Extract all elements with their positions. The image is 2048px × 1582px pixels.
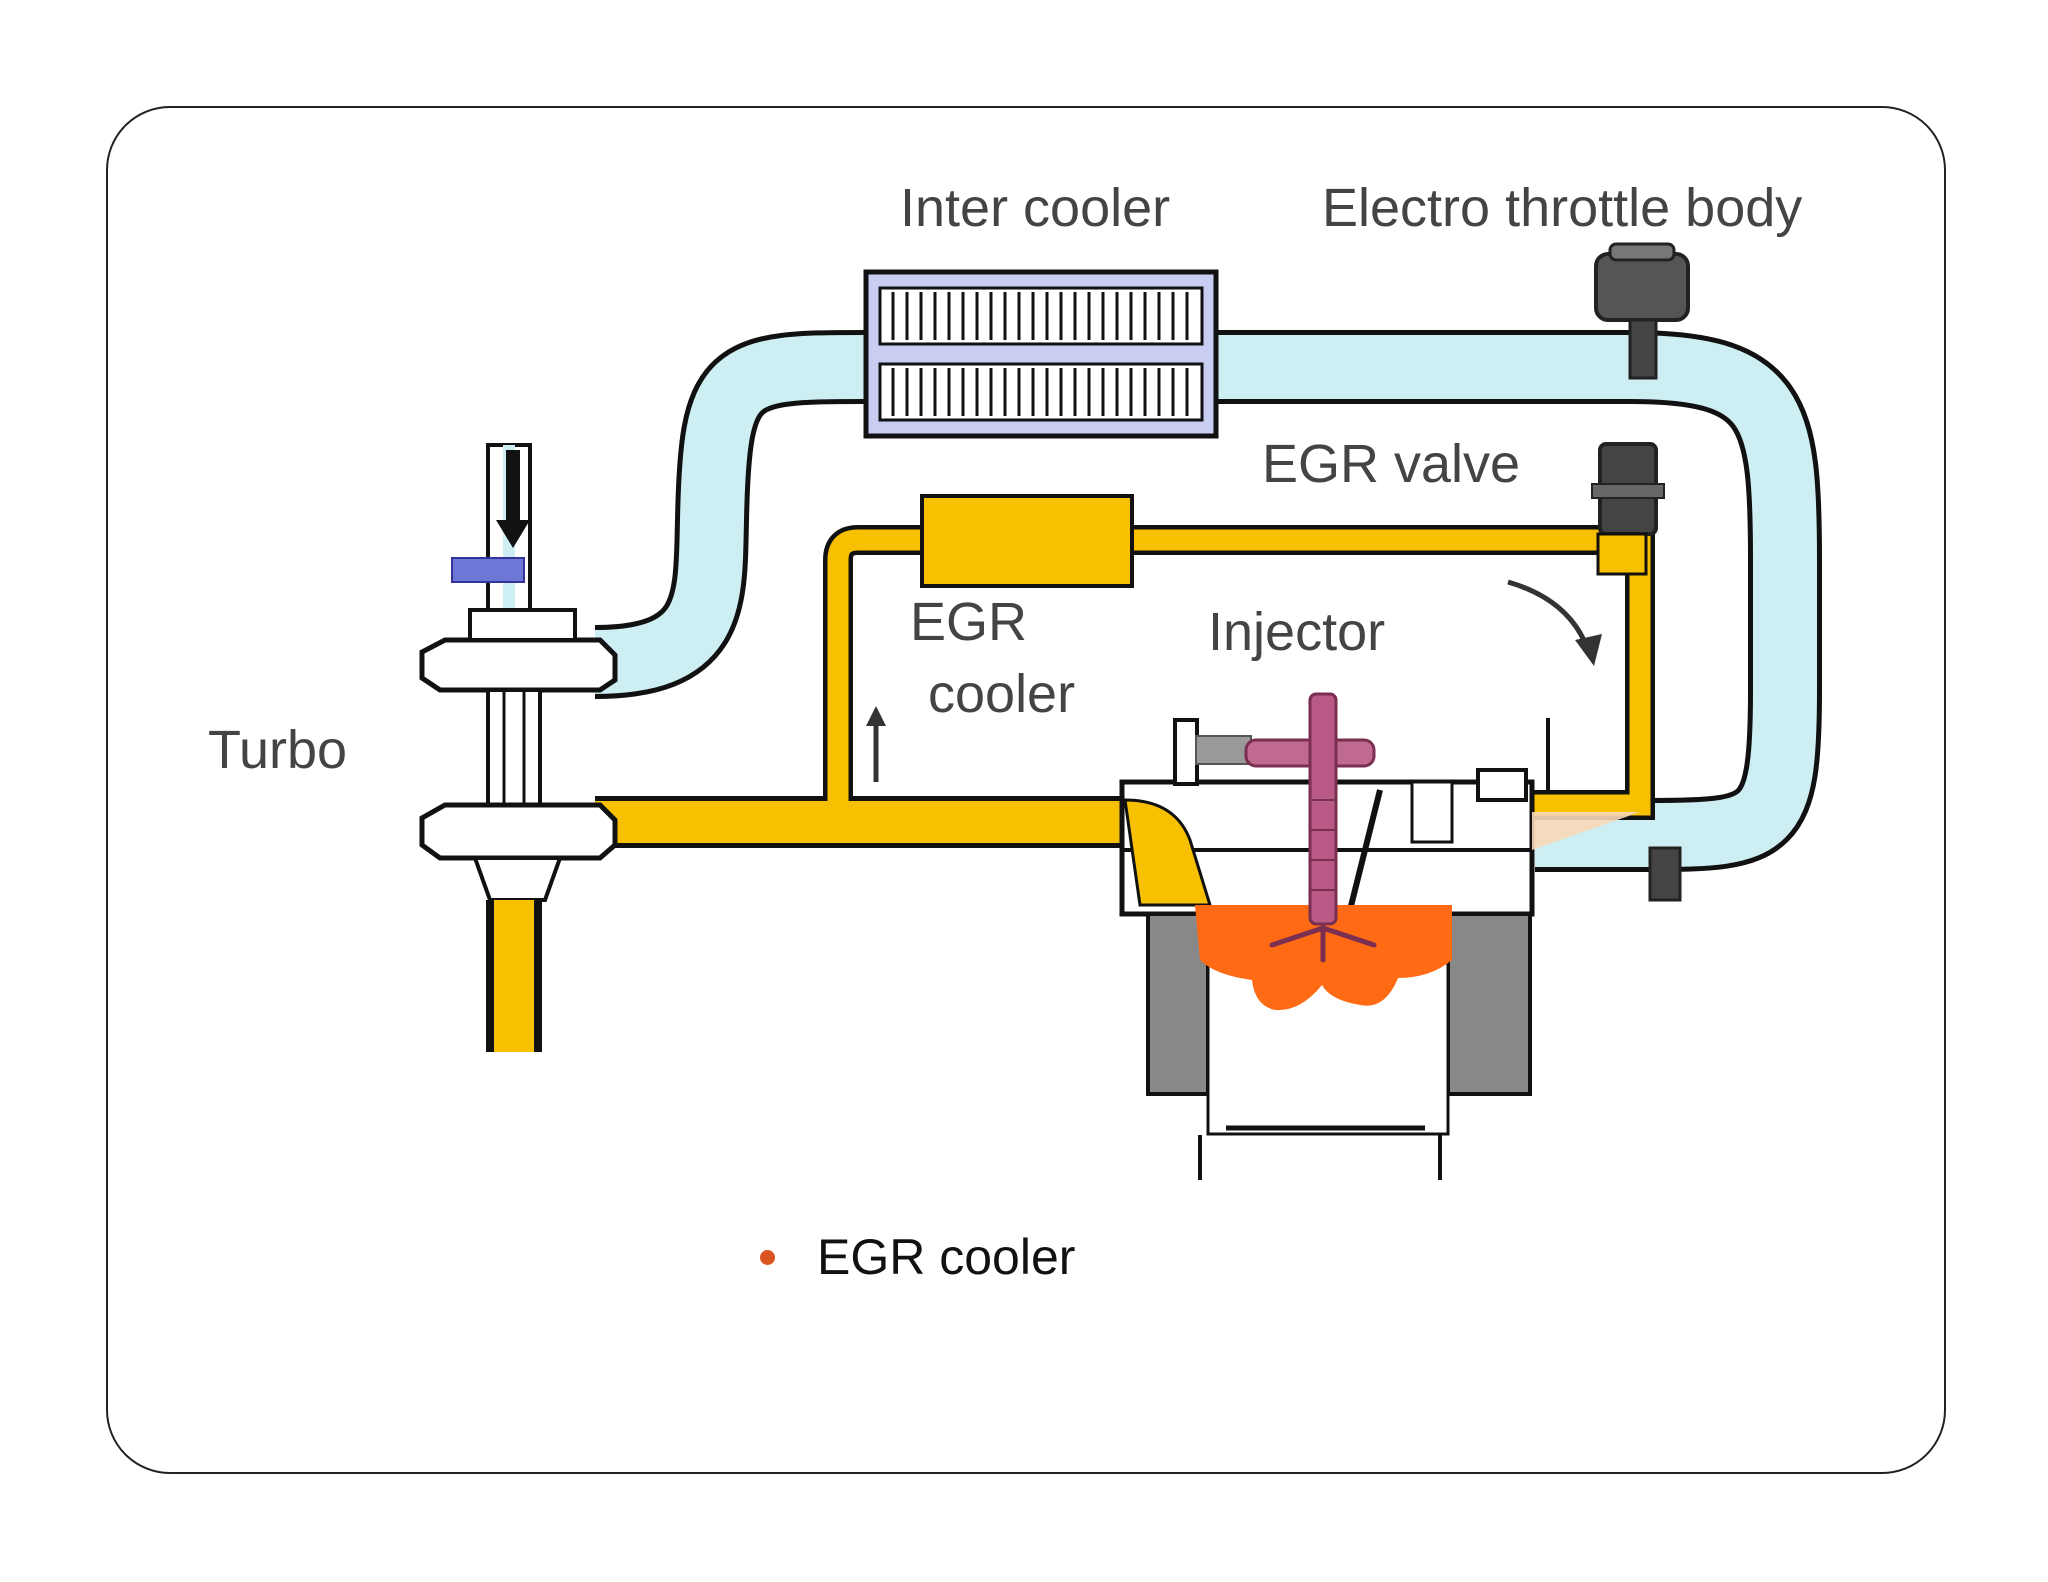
intercooler bbox=[863, 269, 1219, 439]
turbo-turbine bbox=[419, 802, 618, 861]
intake-flap bbox=[451, 557, 525, 583]
egr-valve bbox=[1591, 442, 1665, 576]
bullet-dot-icon bbox=[760, 1249, 775, 1265]
egr-flow-arrow bbox=[1507, 579, 1602, 666]
cylinder-block bbox=[1146, 912, 1532, 1180]
egr-cooler bbox=[920, 494, 1134, 588]
electro-throttle-body bbox=[1594, 242, 1690, 380]
bullet-list-item: EGR cooler bbox=[760, 1228, 1075, 1286]
intake-sensor bbox=[1648, 846, 1682, 902]
injector bbox=[1195, 692, 1377, 963]
label-egr-valve: EGR valve bbox=[1262, 434, 1520, 494]
label-egr-cooler-line1: EGR bbox=[910, 592, 1027, 652]
label-electro-throttle-body: Electro throttle body bbox=[1322, 178, 1802, 238]
bullet-text: EGR cooler bbox=[817, 1229, 1076, 1285]
turbo-compressor bbox=[419, 637, 618, 693]
label-injector: Injector bbox=[1208, 602, 1385, 662]
label-egr-cooler-line2: cooler bbox=[928, 664, 1075, 724]
exhaust-port-flow bbox=[1123, 798, 1213, 907]
turbo-shaft bbox=[486, 688, 542, 812]
label-turbo: Turbo bbox=[208, 720, 347, 780]
label-inter-cooler: Inter cooler bbox=[900, 178, 1170, 238]
intake-flow-arrow bbox=[496, 450, 530, 548]
egr-up-arrow bbox=[866, 706, 886, 782]
